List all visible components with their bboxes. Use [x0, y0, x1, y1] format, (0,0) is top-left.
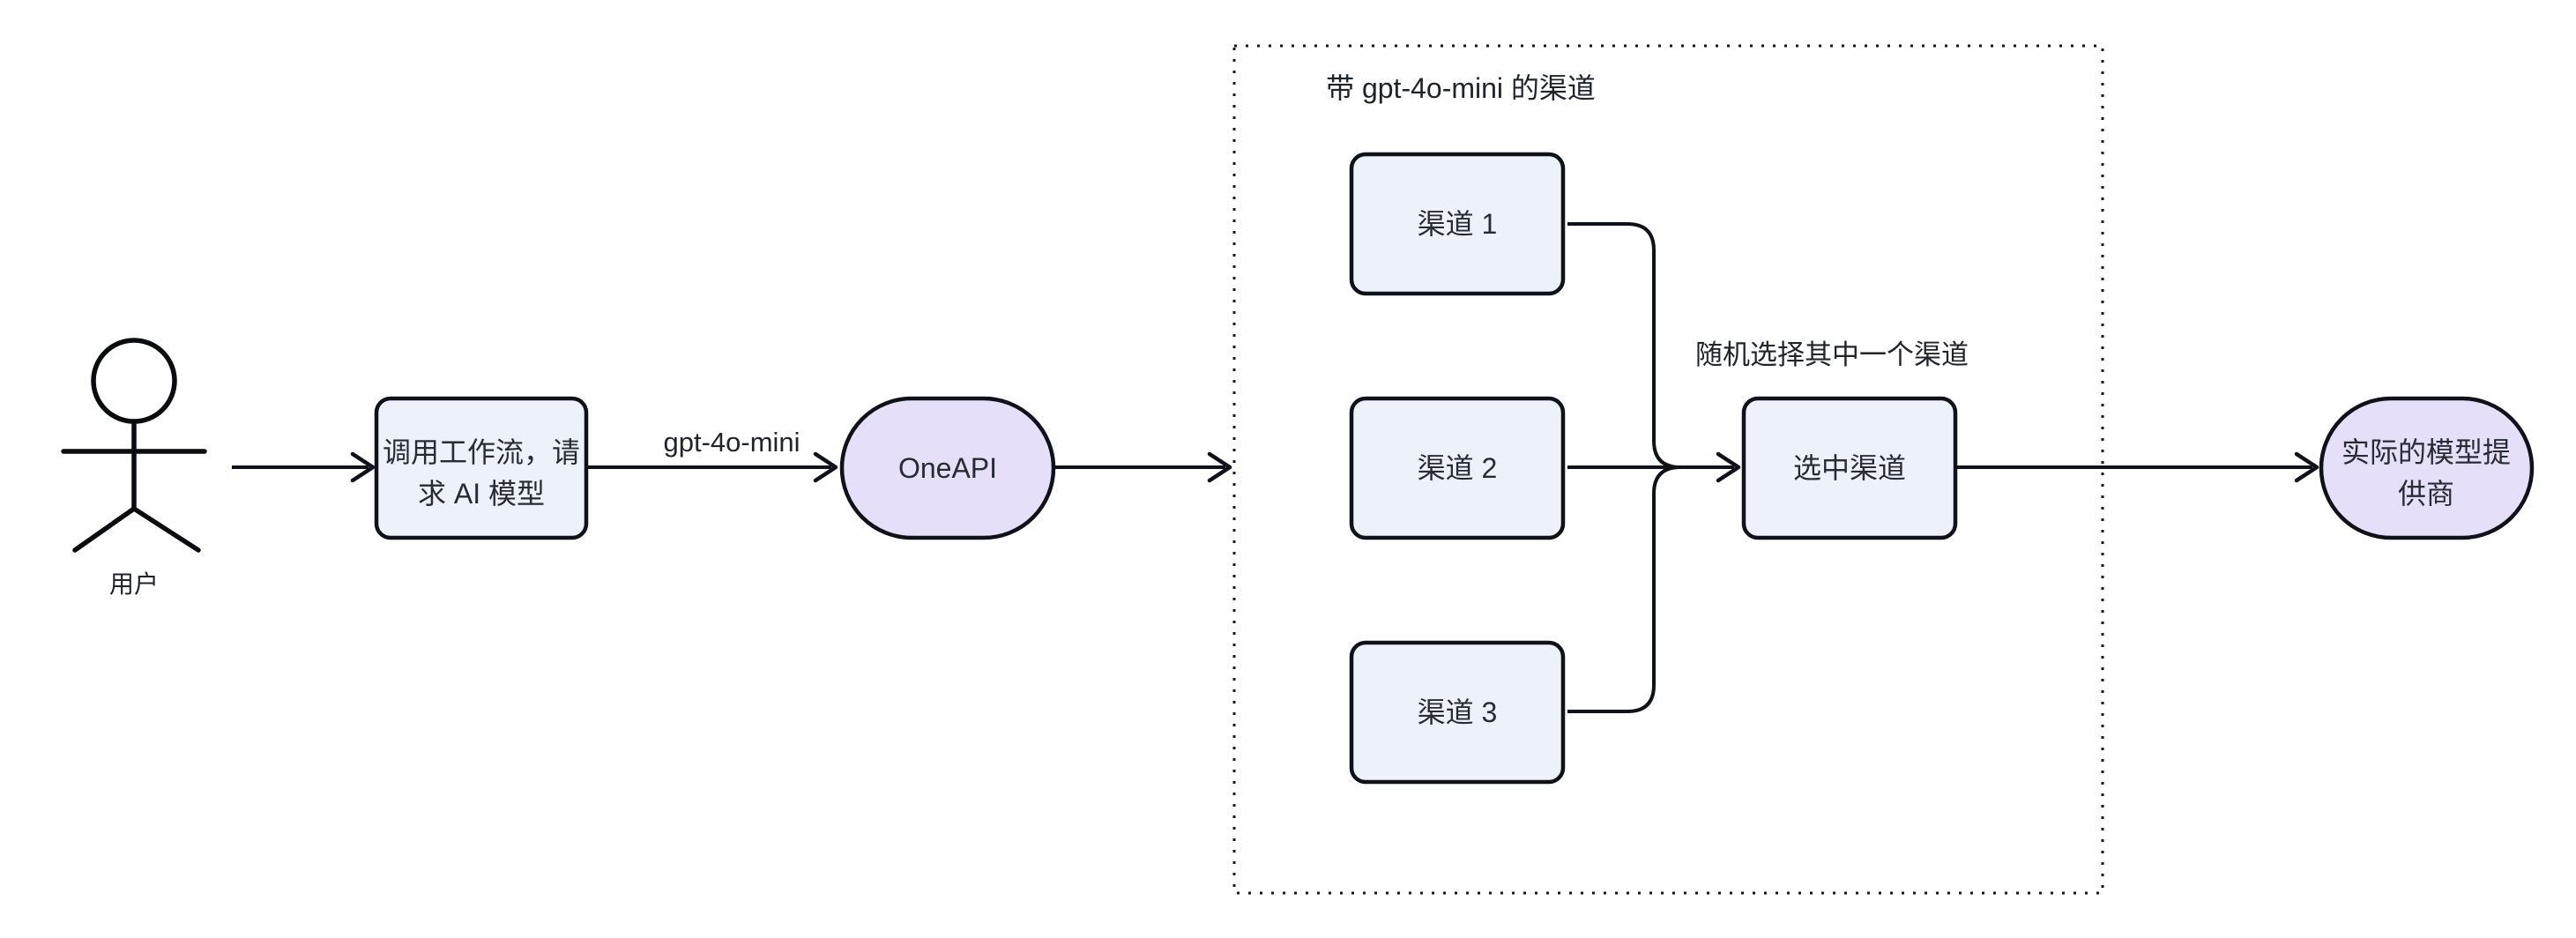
- edge-line: [1567, 222, 1693, 469]
- actor-head: [91, 338, 177, 424]
- edge-line: [1567, 465, 1693, 713]
- edge-channel3-to-selected: [1567, 465, 1693, 713]
- edge-workflow-to-oneapi: gpt-4o-mini: [588, 427, 838, 483]
- channel-1-label: 渠道 1: [1418, 208, 1498, 240]
- edge-channel1-to-selected: [1567, 222, 1693, 469]
- arrowhead-icon: [1207, 451, 1232, 483]
- channel-3-shape: [1349, 640, 1566, 785]
- edge-user-to-workflow: [232, 451, 376, 483]
- edge-channel2-to-selected: 随机选择其中一个渠道: [1567, 339, 1969, 483]
- workflow-node-shape: [374, 396, 589, 540]
- oneapi-node: OneAPI: [839, 396, 1056, 540]
- channel-1-node: 渠道 1: [1349, 152, 1566, 296]
- subgraph-channels: 带 gpt-4o-mini 的渠道 渠道 1 渠道 2 渠道 3: [1232, 44, 2104, 895]
- workflow-node-label-line2: 求 AI 模型: [418, 478, 545, 510]
- provider-node-shape: [2319, 396, 2535, 540]
- arrowhead-icon: [1716, 451, 1741, 483]
- edge-selected-to-provider: [1957, 451, 2319, 483]
- oneapi-node-label: OneAPI: [898, 452, 997, 484]
- actor-legs: [72, 506, 201, 553]
- workflow-node-label-line1: 调用工作流，请: [383, 436, 580, 468]
- provider-node-label-line1: 实际的模型提: [2341, 436, 2511, 468]
- edge-label-model: gpt-4o-mini: [663, 427, 800, 458]
- channel-2-label: 渠道 2: [1418, 452, 1498, 484]
- subgraph-title: 带 gpt-4o-mini 的渠道: [1326, 72, 1596, 104]
- arrowhead-icon: [350, 451, 376, 483]
- provider-node-label-line2: 供商: [2398, 478, 2454, 510]
- edge-oneapi-to-subgraph: [1055, 451, 1232, 483]
- channel-3-node: 渠道 3: [1349, 640, 1566, 785]
- arrowhead-icon: [813, 451, 838, 483]
- selected-channel-label: 选中渠道: [1793, 452, 1906, 484]
- channel-1-shape: [1349, 152, 1566, 296]
- channel-3-label: 渠道 3: [1418, 696, 1498, 728]
- arrowhead-icon: [2294, 451, 2319, 483]
- user-actor: 用户: [61, 338, 207, 598]
- actor-label: 用户: [109, 570, 159, 598]
- selected-channel-shape: [1741, 396, 1958, 540]
- workflow-node: 调用工作流，请 求 AI 模型: [374, 396, 589, 540]
- provider-node: 实际的模型提 供商: [2319, 396, 2535, 540]
- channel-2-node: 渠道 2: [1349, 396, 1566, 540]
- oneapi-node-shape: [839, 396, 1056, 540]
- edge-label-random-pick: 随机选择其中一个渠道: [1695, 339, 1969, 370]
- channel-2-shape: [1349, 396, 1566, 540]
- selected-channel-node: 选中渠道: [1741, 396, 1958, 540]
